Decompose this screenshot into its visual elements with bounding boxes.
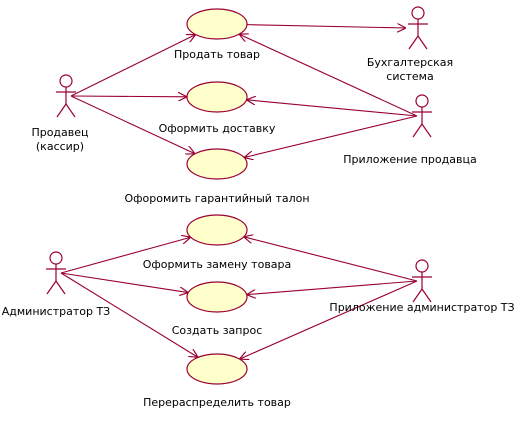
association-seller-app-to-sell [239, 34, 418, 117]
use-case-redistribute: Перераспределить товар [143, 353, 291, 409]
use-case-label: Оформить доставку [159, 122, 276, 135]
association-seller-to-delivery [70, 96, 187, 97]
actor-label: система [386, 70, 433, 83]
actor-head-icon [415, 259, 429, 273]
use-case-ellipse[interactable] [186, 281, 248, 313]
association-seller-to-sell [70, 35, 196, 97]
use-case-label: Перераспределить товар [143, 396, 291, 409]
use-case-delivery: Оформить доставку [159, 81, 276, 135]
use-case-ellipse[interactable] [186, 81, 248, 113]
association-admin-app-to-request [247, 280, 418, 295]
association-admin-app-to-replace [244, 237, 418, 282]
actor-head-icon [415, 94, 429, 108]
actor-left-leg-icon [408, 35, 419, 50]
association-sell-to-accounting [246, 25, 406, 28]
actor-admin-app[interactable]: Приложение администратор ТЗ [329, 259, 515, 314]
association-seller-to-warranty [70, 95, 195, 154]
actor-seller-app[interactable]: Приложение продавца [343, 94, 477, 166]
actor-label: Приложение продавца [343, 153, 476, 166]
actor-left-leg-icon [46, 280, 57, 295]
use-case-ellipse[interactable] [186, 148, 248, 180]
actor-left-leg-icon [412, 123, 423, 138]
use-case-warranty: Офоромить гарантийный талон [124, 148, 310, 205]
actor-left-leg-icon [412, 288, 423, 303]
actors-layer: Продавец(кассир) БухгалтерскаясистемаПрил… [2, 6, 515, 318]
actor-head-icon [49, 251, 63, 265]
actor-label: Продавец [31, 126, 88, 139]
use-case-label: Создать запрос [172, 324, 263, 337]
actor-label: Администратор ТЗ [2, 305, 111, 318]
actor-right-leg-icon [421, 123, 432, 138]
associations-layer [60, 25, 418, 359]
actor-right-leg-icon [421, 288, 432, 303]
actor-right-leg-icon [55, 280, 66, 295]
association-admin-to-replace [60, 237, 191, 274]
actor-left-leg-icon [56, 103, 67, 118]
actor-label: Бухгалтерская [367, 56, 453, 69]
use-case-sell: Продать товар [174, 8, 260, 61]
use-case-label: Продать товар [174, 48, 260, 61]
actor-right-leg-icon [65, 103, 76, 118]
association-admin-to-redistribute [60, 272, 198, 357]
actor-admin[interactable]: Администратор ТЗ [2, 251, 111, 318]
use-case-replace: Оформить замену товара [143, 214, 292, 271]
association-admin-to-request [60, 272, 188, 293]
use-case-ellipse[interactable] [186, 353, 248, 385]
use-case-request: Создать запрос [172, 281, 263, 337]
use-case-ellipse[interactable] [186, 214, 248, 246]
actor-label: (кассир) [36, 140, 84, 153]
use-case-label: Оформить замену товара [143, 258, 292, 271]
actor-right-leg-icon [417, 35, 428, 50]
association-seller-app-to-delivery [246, 100, 418, 117]
actor-seller[interactable]: Продавец(кассир) [31, 74, 89, 153]
association-admin-app-to-redistribute [240, 280, 418, 359]
use-case-ellipse[interactable] [186, 8, 248, 40]
actor-label: Приложение администратор ТЗ [329, 301, 514, 314]
actor-head-icon [59, 74, 73, 88]
association-seller-app-to-warranty [244, 115, 418, 158]
actor-head-icon [411, 6, 425, 20]
use-case-label: Офоромить гарантийный талон [124, 192, 309, 205]
